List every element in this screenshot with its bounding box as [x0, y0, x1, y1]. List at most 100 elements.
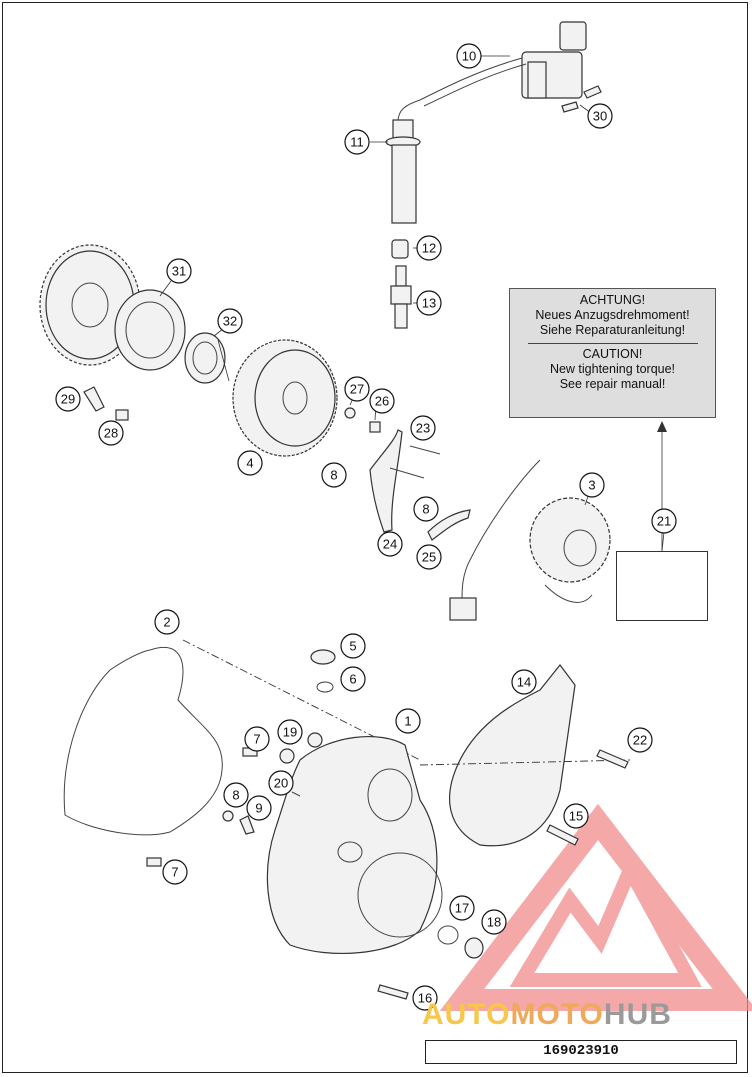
- svg-text:1: 1: [404, 714, 411, 729]
- o-ring: [316, 681, 334, 693]
- notice-divider: [527, 343, 698, 344]
- callout-9: 9: [246, 795, 272, 821]
- callout-15: 15: [563, 803, 589, 829]
- ignition-coil: [419, 21, 587, 107]
- svg-text:19: 19: [283, 725, 297, 740]
- rotor-nut: [369, 421, 381, 433]
- svg-text:8: 8: [330, 468, 337, 483]
- clamp-bolt: [115, 409, 129, 421]
- callout-7-upper: 7: [244, 726, 270, 752]
- watermark-logo-icon: [439, 803, 752, 1011]
- freewheel: [114, 289, 186, 371]
- cable-clamp: [83, 386, 105, 412]
- watermark-text: AUTOMOTOHUB: [422, 998, 672, 1032]
- svg-text:20: 20: [274, 776, 288, 791]
- notice-de-line2: Siehe Reparaturanleitung!: [539, 323, 686, 337]
- callout-27: 27: [344, 376, 370, 402]
- stator-cable-loop: [544, 584, 593, 603]
- svg-text:12: 12: [422, 241, 436, 256]
- callout-4: 4: [237, 450, 263, 476]
- spark-plug-cap: [385, 99, 421, 224]
- callout-2: 2: [154, 609, 180, 635]
- callout-22: 22: [627, 727, 653, 753]
- callout-8-lower: 8: [223, 782, 249, 808]
- washer-18: [464, 937, 484, 959]
- flywheel-rotor: [232, 339, 338, 457]
- washer-8: [222, 810, 234, 822]
- torque-notice-box: ACHTUNG! Neues Anzugsdrehmoment! Siehe R…: [509, 288, 716, 418]
- callout-1: 1: [395, 708, 421, 734]
- svg-text:9: 9: [255, 801, 262, 816]
- stator-cable: [461, 459, 541, 601]
- chain-guide: [369, 429, 403, 533]
- callout-23: 23: [410, 415, 436, 441]
- svg-text:4: 4: [246, 456, 253, 471]
- svg-text:7: 7: [253, 732, 260, 747]
- dowel-pin-lower: [146, 857, 162, 867]
- callout-5: 5: [340, 633, 366, 659]
- svg-text:3: 3: [588, 478, 595, 493]
- callout-13: 13: [416, 290, 442, 316]
- svg-text:30: 30: [593, 109, 607, 124]
- notice-de-title: ACHTUNG!: [579, 293, 646, 307]
- svg-text:7: 7: [171, 865, 178, 880]
- plug-19: [307, 732, 323, 748]
- chain-cover: [449, 664, 576, 847]
- clip-9: [239, 815, 255, 835]
- callout-16: 16: [412, 985, 438, 1011]
- svg-text:25: 25: [422, 550, 436, 565]
- callout-12: 12: [416, 235, 442, 261]
- stator-connector: [449, 597, 477, 621]
- drawing-number: 169023910: [425, 1040, 737, 1064]
- callout-11: 11: [344, 129, 370, 155]
- svg-text:16: 16: [418, 991, 432, 1006]
- cover-bolt-16: [377, 984, 409, 1000]
- needle-bearing: [184, 332, 226, 384]
- stator: [529, 497, 611, 583]
- plug-19b: [279, 748, 295, 764]
- svg-text:10: 10: [462, 49, 476, 64]
- callout-7-lower: 7: [162, 859, 188, 885]
- cover-bolt-22: [596, 749, 629, 769]
- svg-text:22: 22: [633, 733, 647, 748]
- svg-text:28: 28: [104, 426, 118, 441]
- chain-guide-small: [427, 509, 471, 541]
- svg-text:32: 32: [223, 314, 237, 329]
- coil-bolts: [561, 85, 602, 113]
- callout-17: 17: [449, 895, 475, 921]
- callout-20: 20: [268, 770, 294, 796]
- svg-text:27: 27: [350, 382, 364, 397]
- svg-text:13: 13: [422, 296, 436, 311]
- ignition-cover: [266, 735, 443, 954]
- plug-adapter: [391, 239, 409, 259]
- svg-text:11: 11: [350, 135, 364, 150]
- callout-29: 29: [55, 386, 81, 412]
- svg-text:2: 2: [163, 615, 170, 630]
- svg-text:18: 18: [487, 915, 501, 930]
- rotor-washer: [344, 407, 356, 419]
- svg-text:8: 8: [422, 502, 429, 517]
- callout-32: 32: [217, 308, 243, 334]
- svg-text:15: 15: [569, 809, 583, 824]
- callout-10: 10: [456, 43, 482, 69]
- svg-text:23: 23: [416, 421, 430, 436]
- callout-8-right: 8: [413, 496, 439, 522]
- callout-24: 24: [377, 531, 403, 557]
- svg-text:29: 29: [61, 392, 75, 407]
- svg-text:5: 5: [349, 639, 356, 654]
- guide-bolts: [389, 445, 441, 479]
- watermark-part-moto: MOTO: [510, 998, 604, 1031]
- notice-de-line1: Neues Anzugsdrehmoment!: [535, 308, 690, 322]
- svg-text:6: 6: [349, 672, 356, 687]
- svg-text:26: 26: [375, 394, 389, 409]
- svg-text:14: 14: [517, 675, 531, 690]
- watermark-part-hub: HUB: [603, 998, 672, 1031]
- svg-text:24: 24: [383, 537, 397, 552]
- callout-19: 19: [277, 719, 303, 745]
- notice-en-line1: New tightening torque!: [549, 362, 676, 376]
- spark-plug: [390, 265, 412, 329]
- callout-25: 25: [416, 544, 442, 570]
- callout-30: 30: [587, 103, 613, 129]
- notice-en-line2: See repair manual!: [559, 377, 666, 391]
